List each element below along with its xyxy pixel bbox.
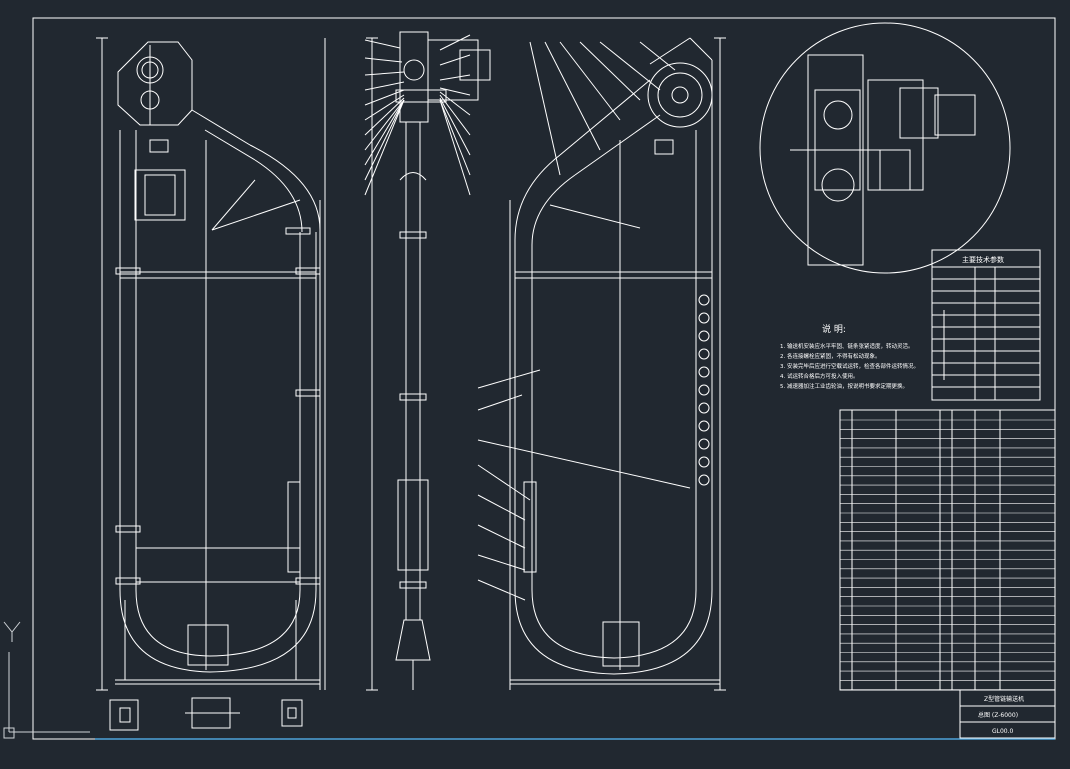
note-line-3: 3. 安装完毕后应进行空载试运转，检查各部件运转情况。: [780, 362, 919, 370]
left-elevation-view: [96, 37, 326, 691]
ucs-icon: [3, 621, 90, 739]
detail-view-circle: [759, 22, 1011, 274]
parts-list-rows: [840, 419, 1055, 691]
note-line-1: 1. 输送机安装应水平牢固、链条张紧适度，转动灵活。: [780, 342, 914, 350]
right-elevation-view: [477, 37, 726, 691]
title-block-code: GL00.0: [992, 728, 1014, 735]
title-block: [959, 689, 1056, 739]
note-line-4: 4. 试运转合格后方可投入使用。: [780, 372, 859, 380]
note-line-5: 5. 减速器加注工业齿轮油，按说明书要求定期更换。: [780, 382, 908, 390]
notes-title: 说 明:: [822, 323, 846, 335]
title-block-name: Z型管链输送机: [984, 695, 1024, 703]
middle-side-view: [364, 31, 491, 691]
note-line-2: 2. 各连接螺栓应紧固，不得有松动现象。: [780, 352, 881, 360]
tech-params-title: 主要技术参数: [962, 255, 1004, 264]
title-block-model: 总图 (Z-6000): [978, 711, 1018, 719]
section-details: [109, 697, 303, 731]
tech-params-table: [931, 249, 1041, 401]
